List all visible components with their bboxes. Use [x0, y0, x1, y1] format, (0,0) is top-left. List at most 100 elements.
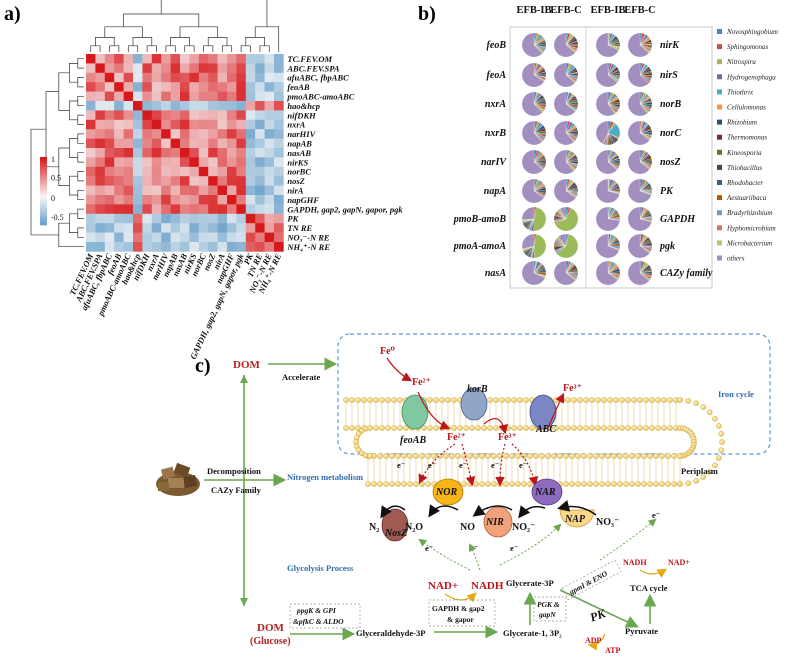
- heatmap-row-label: nifDKH: [287, 110, 316, 120]
- fe3-membrane-label: Fe³⁺: [498, 432, 517, 443]
- heatmap-cell: [95, 232, 106, 243]
- heatmap-cell: [227, 204, 237, 215]
- heatmap-cell: [170, 166, 181, 177]
- heatmap-cell: [86, 101, 96, 111]
- heatmap-cell: [208, 213, 218, 224]
- nir-label: NIR: [485, 517, 504, 528]
- heatmap-cell: [264, 119, 275, 130]
- heatmap-cell: [255, 54, 265, 64]
- heatmap-cell: [151, 204, 162, 215]
- heatmap-cell: [264, 204, 275, 215]
- heatmap-cell: [255, 176, 265, 186]
- heatmap-cell: [255, 91, 265, 102]
- heatmap-cell: [236, 110, 247, 121]
- heatmap-cell: [236, 242, 247, 252]
- legend-entry: Thiothrix: [727, 88, 754, 96]
- heatmap-cell: [123, 157, 134, 168]
- heatmap-cell: [245, 176, 256, 186]
- pie-right-gene: nirK: [660, 40, 680, 51]
- heatmap-cell: [217, 101, 228, 111]
- heatmap-cell: [227, 91, 237, 102]
- heatmap-cell: [198, 72, 209, 83]
- heatmap-row-label: nirKS: [287, 157, 308, 167]
- heatmap-cell: [217, 176, 228, 186]
- pie-right-gene: norC: [660, 128, 681, 139]
- heatmap-cell: [114, 204, 124, 215]
- atp-label: ATP: [605, 646, 621, 655]
- heatmap-cell: [161, 157, 171, 168]
- heatmap-cell: [189, 176, 200, 186]
- heatmap-cell: [104, 157, 115, 168]
- pie-charts: [521, 32, 653, 286]
- nadh-label: NADH: [471, 580, 504, 592]
- heatmap-row-label: ABC.FEV.SPA: [286, 63, 339, 73]
- arrow-down-head: [240, 598, 248, 606]
- heatmap-cell: [170, 232, 181, 243]
- svg-text:e⁻: e⁻: [510, 543, 518, 553]
- pie-column-header: EFB-IB: [516, 5, 551, 16]
- heatmap-cell: [86, 213, 96, 224]
- heatmap-cell: [104, 82, 115, 92]
- heatmap-cell: [189, 223, 200, 233]
- pie-slice: [554, 207, 579, 232]
- heatmap-cell: [274, 232, 284, 243]
- heatmap-cell: [86, 110, 96, 121]
- heatmap-cell: [255, 138, 265, 149]
- pie-right-gene: pgk: [659, 241, 675, 252]
- heatmap-cell: [264, 242, 275, 252]
- heatmap-cell: [217, 119, 228, 130]
- heatmap-row-label: nosZ: [287, 176, 304, 186]
- heatmap-cell: [198, 185, 209, 196]
- heatmap-cell: [114, 166, 124, 177]
- legend-swatch: [717, 195, 722, 201]
- heatmap-cell: [142, 148, 153, 158]
- heatmap-cell: [255, 63, 265, 74]
- heatmap-cell: [255, 204, 265, 215]
- heatmap-cell: [133, 138, 143, 149]
- legend-swatch: [717, 74, 722, 80]
- pie-left-gene: nxrA: [485, 99, 506, 110]
- heatmap-cell: [114, 148, 124, 158]
- legend-swatch: [717, 240, 722, 246]
- heatmap-cell: [123, 242, 134, 252]
- heatmap-cell: [198, 223, 209, 233]
- glycolysis-label: Glycolysis Process: [287, 563, 354, 573]
- pie-column-header: EFB-IB: [590, 5, 625, 16]
- heatmap-cell: [208, 91, 218, 102]
- heatmap-cell: [123, 101, 134, 111]
- pie-slice: [627, 91, 648, 117]
- heatmap-cell: [95, 242, 106, 252]
- pie-slice: [553, 178, 576, 204]
- heatmap-cell: [114, 157, 124, 168]
- heatmap-cell: [198, 129, 209, 139]
- heatmap-cell: [133, 166, 143, 177]
- heatmap-cell: [236, 223, 247, 233]
- heatmap-cell: [95, 129, 106, 139]
- colorbar-tick: 0: [51, 194, 55, 203]
- heatmap-cell: [95, 223, 106, 233]
- heatmap-cell: [161, 54, 171, 64]
- legend-swatch: [717, 44, 722, 50]
- svg-text:e⁻: e⁻: [428, 460, 436, 470]
- pk-label: PK: [588, 606, 608, 625]
- heatmap-cell: [198, 148, 209, 158]
- heatmap-cell: [208, 185, 218, 196]
- heatmap-cell: [189, 213, 200, 224]
- heatmap-cell: [264, 72, 275, 83]
- n2o-label: N₂O: [405, 522, 423, 533]
- top-dendrogram: [90, 0, 280, 52]
- heatmap-cell: [86, 166, 96, 177]
- heatmap-cell: [123, 195, 134, 205]
- heatmap-cell: [142, 129, 153, 139]
- heatmap-cell: [104, 101, 115, 111]
- legend-swatch: [717, 180, 722, 185]
- heatmap-cell: [227, 166, 237, 177]
- heatmap-cell: [255, 101, 265, 111]
- heatmap-cell: [198, 213, 209, 224]
- heatmap-cell: [189, 129, 200, 139]
- heatmap-cell: [274, 63, 284, 74]
- heatmap-cell: [123, 166, 134, 177]
- heatmap-cell: [170, 176, 181, 186]
- heatmap-cell: [161, 213, 171, 224]
- heatmap-cell: [123, 176, 134, 186]
